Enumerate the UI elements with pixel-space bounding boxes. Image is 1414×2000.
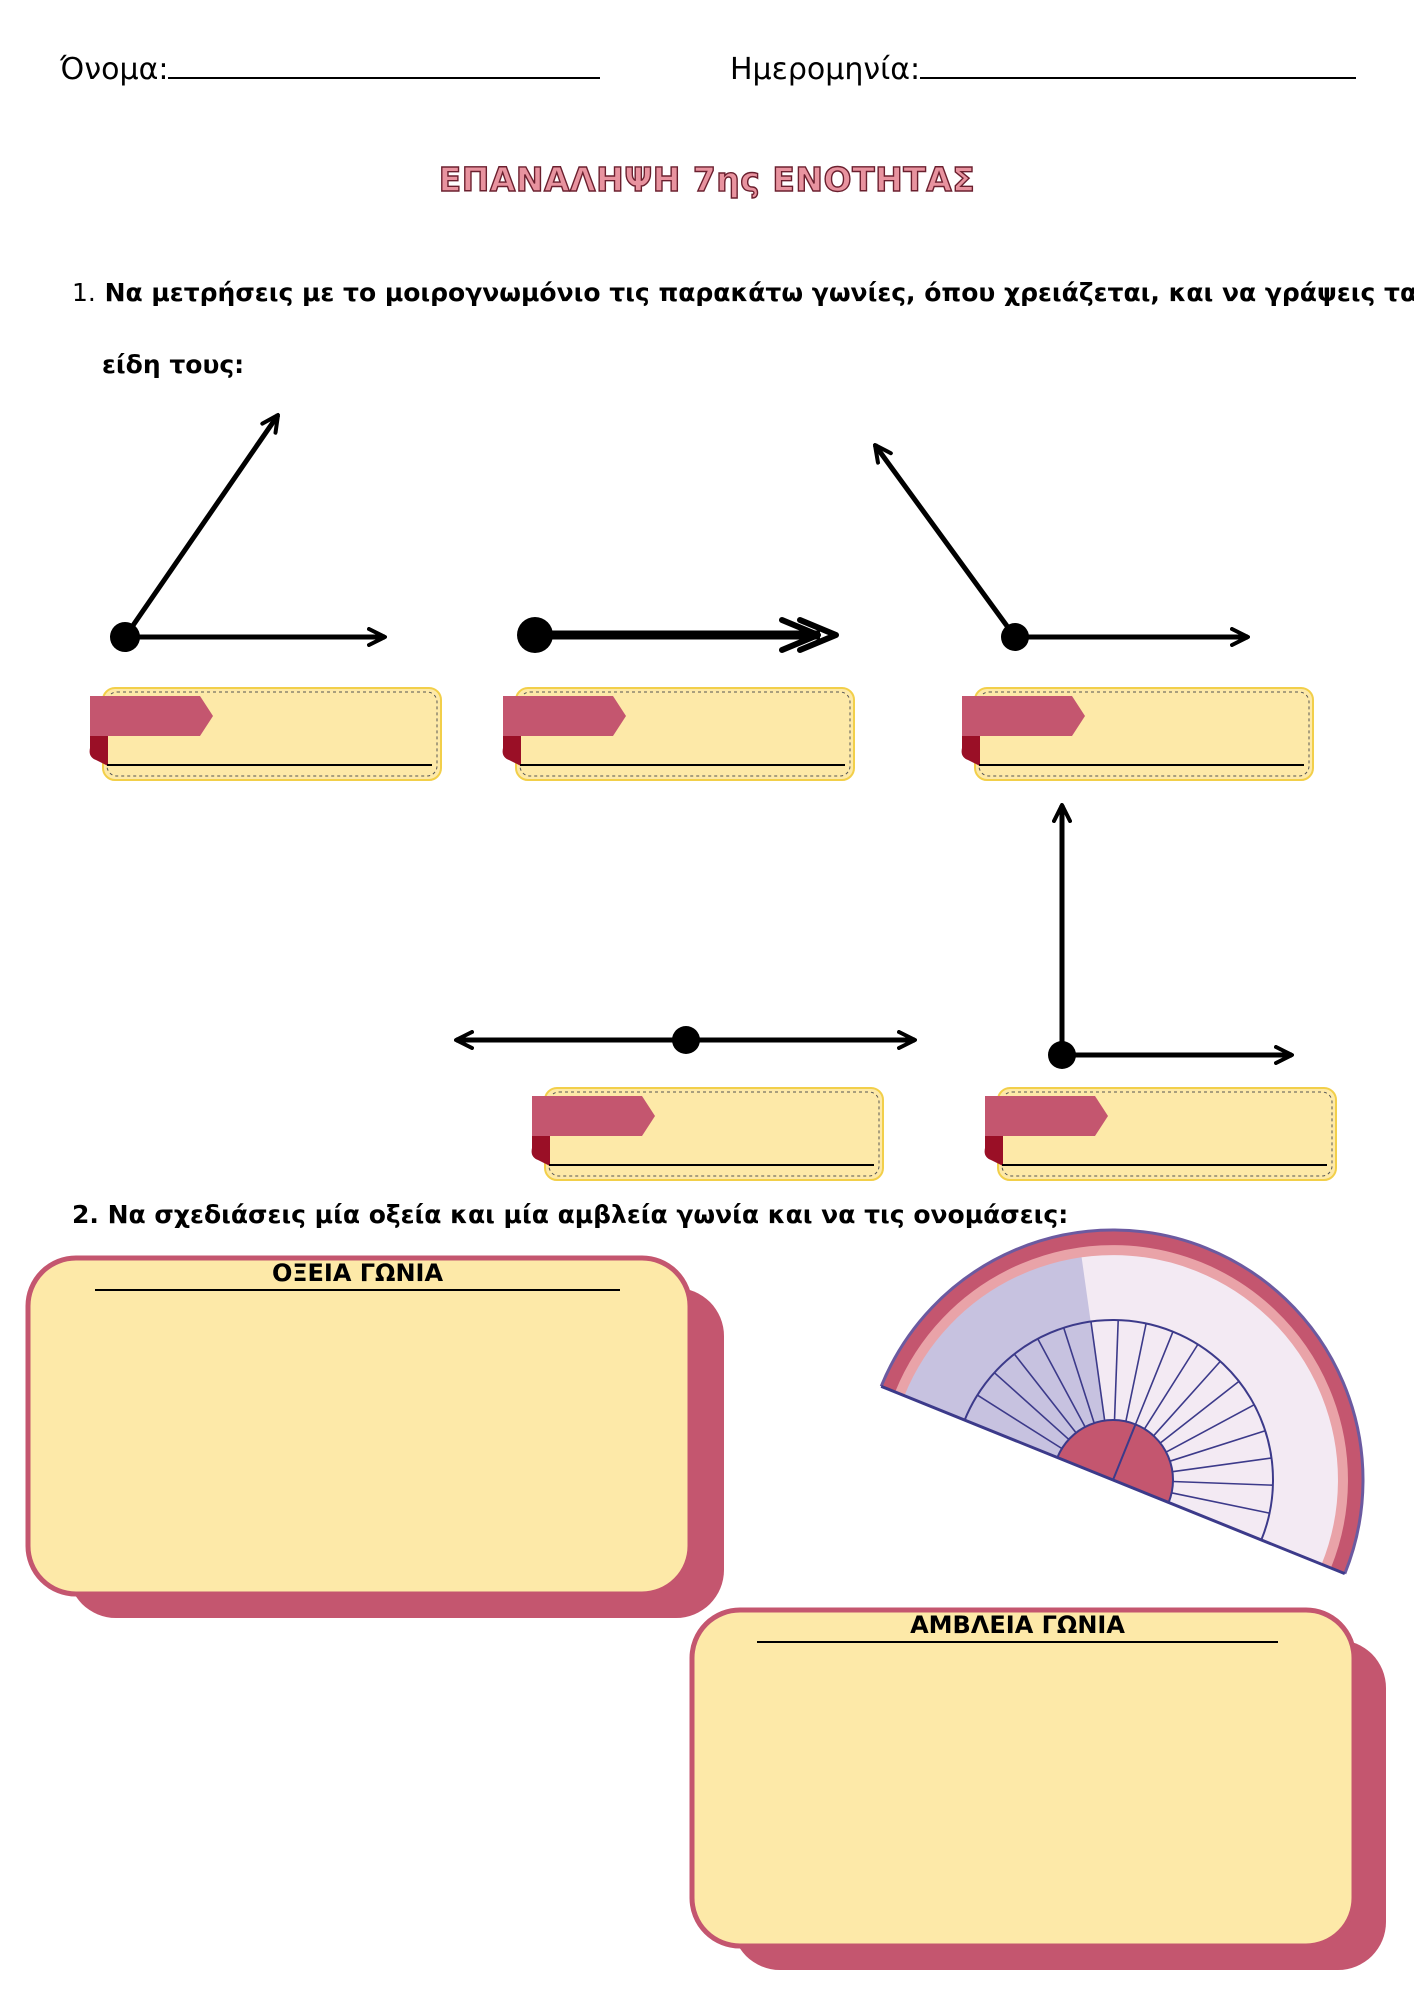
protractor-icon: [879, 1228, 1365, 1576]
angle-obtuse: [872, 443, 1250, 651]
name-field: Όνομα:: [60, 52, 601, 87]
angle-straight: [454, 1026, 917, 1054]
answer-label-2[interactable]: [502, 687, 855, 781]
angle-zero: [517, 617, 839, 653]
obtuse-drawing-box[interactable]: [689, 1607, 1386, 1970]
obtuse-box-label: ΑΜΒΛΕΙΑ ΓΩΝΙΑ: [910, 1611, 1125, 1639]
question-1-text: Να μετρήσεις με το μοιρογνωμόνιο τις παρ…: [104, 278, 1414, 307]
acute-box-label: ΟΞΕΙΑ ΓΩΝΙΑ: [271, 1259, 444, 1287]
acute-drawing-box[interactable]: [25, 1255, 724, 1618]
name-label: Όνομα:: [60, 52, 169, 87]
date-label: Ημερομηνία:: [730, 52, 921, 87]
question-2-text: Να σχεδιάσεις μία οξεία και μία αμβλεία …: [107, 1200, 1069, 1229]
date-blank-line[interactable]: [920, 77, 1357, 79]
answer-label-1[interactable]: [89, 687, 442, 781]
answer-label-4[interactable]: [531, 1087, 884, 1181]
question-1-line-1: 1. Να μετρήσεις με το μοιρογνωμόνιο τις …: [72, 278, 1414, 307]
name-blank-line[interactable]: [168, 77, 601, 79]
date-field: Ημερομηνία:: [730, 52, 1357, 87]
angle-acute: [110, 413, 387, 652]
question-1-number: 1.: [72, 278, 96, 307]
page-title: ΕΠΑΝΑΛΗΨΗ 7ης ΕΝΟΤΗΤΑΣ: [438, 159, 976, 199]
answer-label-3[interactable]: [961, 687, 1314, 781]
question-1-line-2: είδη τους:: [102, 350, 245, 379]
question-2: 2. Να σχεδιάσεις μία οξεία και μία αμβλε…: [72, 1200, 1068, 1229]
question-2-number: 2.: [72, 1200, 99, 1229]
angle-right: [1048, 803, 1294, 1069]
answer-label-5[interactable]: [984, 1087, 1337, 1181]
